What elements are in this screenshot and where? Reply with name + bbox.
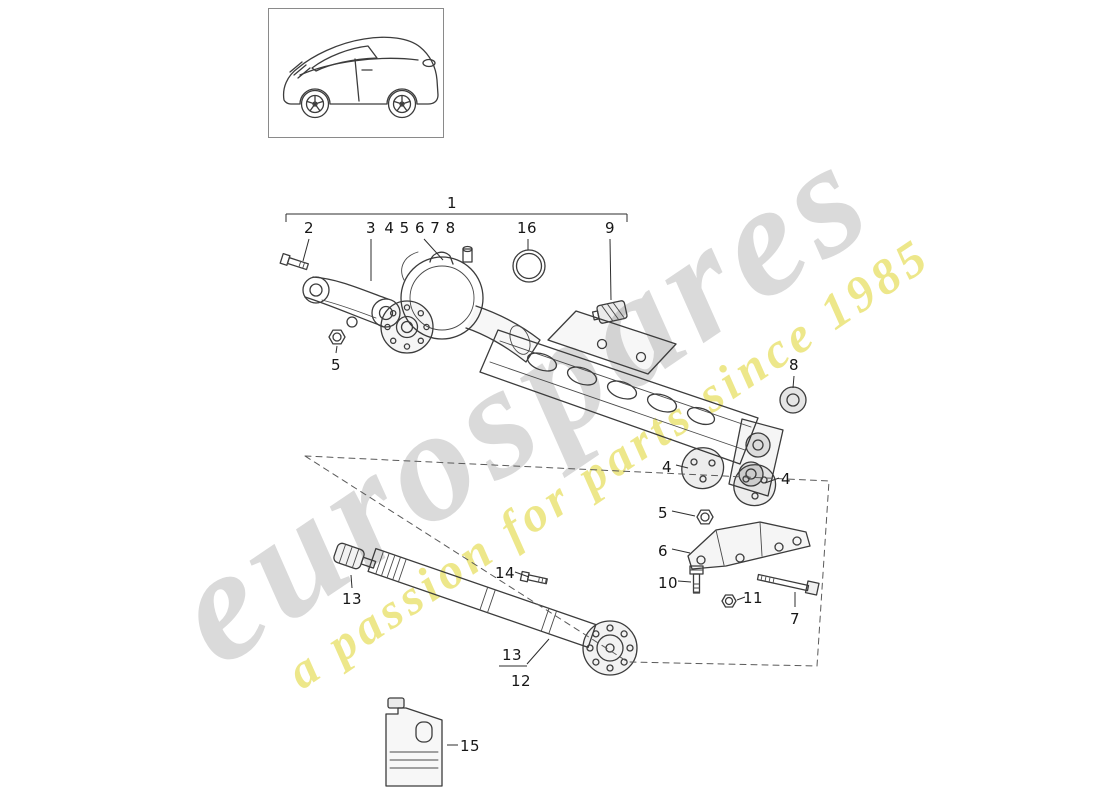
callout-assembly: 1 <box>446 194 458 212</box>
nut-5-drawing <box>328 329 346 345</box>
callout-bolt-2: 2 <box>303 219 315 237</box>
callout-sealing-ring-16: 16 <box>516 219 538 237</box>
differential-housing-drawing <box>380 245 541 363</box>
gasket-4-drawing-2 <box>733 464 777 507</box>
nut-5-mount-drawing <box>696 509 714 525</box>
callout-nut-5-mount: 5 <box>657 504 669 522</box>
callout-gasket-4-left: 4 <box>661 458 673 476</box>
callout-damper-13-front: 13 <box>341 590 363 608</box>
damper-13-drawing <box>333 542 377 570</box>
bolt-2-drawing <box>279 252 309 271</box>
callout-holder-9: 9 <box>604 219 616 237</box>
bushing-8-drawing <box>779 386 807 414</box>
bolt-10-drawing <box>689 565 704 594</box>
callout-damper-13-shaft: 13 <box>501 646 523 664</box>
callout-control-arm-3: 3 <box>365 219 377 237</box>
car-thumbnail-frame <box>268 8 444 138</box>
nut-11-drawing <box>721 594 737 608</box>
gasket-4-drawing <box>681 447 725 490</box>
control-arm-drawing <box>279 252 401 328</box>
callout-gasket-4-right: 4 <box>780 470 792 488</box>
callout-nut-11: 11 <box>742 589 764 607</box>
driveshaft-12-drawing <box>367 547 638 676</box>
oil-bottle-drawing <box>385 697 443 787</box>
callout-bracket-6: 6 <box>657 542 669 560</box>
callout-oil-15: 15 <box>459 737 481 755</box>
callout-leader-lines <box>285 213 796 746</box>
callout-bolt-14: 14 <box>494 564 516 582</box>
sealing-ring-drawing <box>512 249 546 283</box>
watermark: eurospares a passion for parts since 198… <box>139 104 940 700</box>
callout-bushing-8: 8 <box>788 356 800 374</box>
holder-9-drawing <box>591 300 628 324</box>
callout-bolt-7: 7 <box>789 610 801 628</box>
dashed-boundary <box>304 455 830 667</box>
front-axle-assembly-drawing <box>279 245 830 787</box>
bolt-7-drawing <box>756 573 820 596</box>
mount-bracket-6-drawing <box>687 521 811 570</box>
callout-nut-5-arm: 5 <box>330 356 342 374</box>
car-thumbnail <box>268 8 444 138</box>
car-illustration <box>282 36 439 119</box>
callout-group-45678: 4 5 6 7 8 <box>384 219 456 237</box>
callout-bolt-10: 10 <box>657 574 679 592</box>
bolt-14-drawing <box>519 570 548 585</box>
callout-driveshaft-12: 12 <box>510 672 532 690</box>
